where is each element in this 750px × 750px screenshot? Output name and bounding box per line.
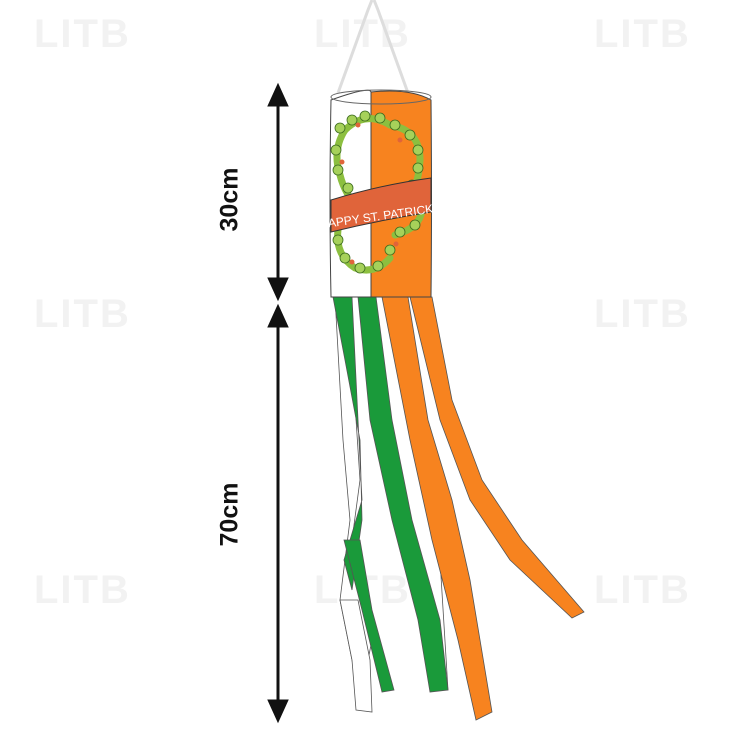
hanging-cord [336, 0, 410, 94]
height-label-bottom: 70cm [215, 482, 244, 547]
windsock-body: HAPPY ST. PATRICK'S DAY [318, 89, 471, 298]
body-top-rim [330, 89, 432, 105]
watermark-1: LITB [34, 12, 131, 56]
streamer-green-1 [332, 296, 363, 591]
streamer-orange-2 [409, 296, 585, 619]
height-label-top: 30cm [215, 167, 244, 232]
watermark-5: LITB [594, 292, 691, 336]
top-arrow-head-up [267, 82, 289, 107]
watermark-3: LITB [594, 12, 691, 56]
watermark-6: LITB [34, 568, 131, 612]
watermark-8: LITB [594, 568, 691, 612]
wreath-berries [339, 122, 403, 265]
watermark-4: LITB [34, 292, 131, 336]
streamers [332, 296, 585, 721]
dimension-arrows [267, 82, 289, 724]
banner-ribbon [330, 177, 432, 233]
streamer-orange-1 [381, 296, 493, 721]
bottom-arrow-head-down [267, 699, 289, 724]
streamer-green-3 [343, 539, 395, 693]
top-arrow-head-down [267, 277, 289, 302]
bottom-arrow-head-up [267, 303, 289, 328]
streamer-green-2 [357, 296, 449, 693]
streamer-white-3 [339, 599, 373, 713]
